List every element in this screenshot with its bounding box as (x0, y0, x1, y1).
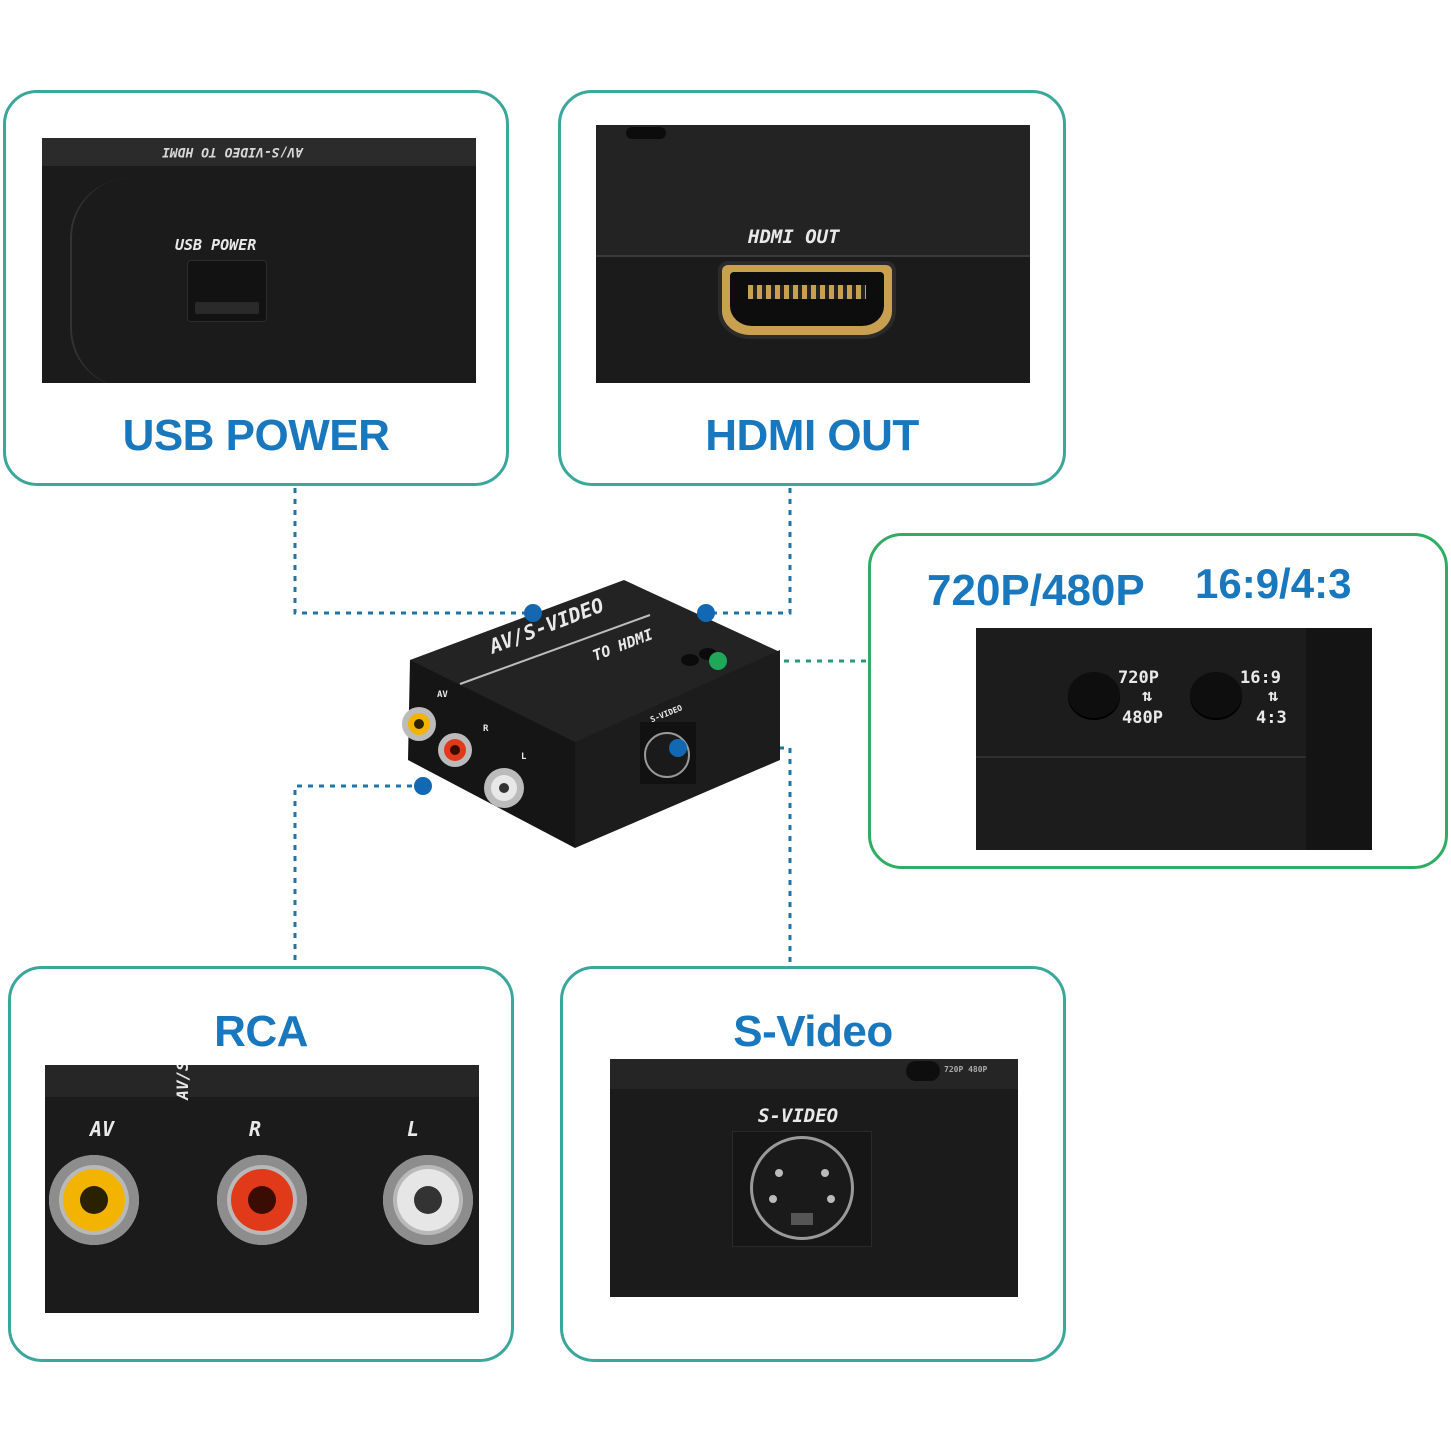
rca-r-label: R (249, 1117, 262, 1141)
rca-card: RCA AV/S AV R L (8, 966, 514, 1362)
usb-connector-line (293, 488, 533, 615)
switch-button-small (626, 127, 666, 139)
aspect-title: 16:9/4:3 (1195, 560, 1352, 607)
resolution-switch-button[interactable] (1068, 672, 1120, 718)
switch-callout-dot (709, 652, 727, 670)
hdmi-out-photo: HDMI OUT (596, 125, 1030, 383)
svideo-callout-dot (669, 739, 687, 757)
switch1-bottom-label: 480P (1122, 708, 1163, 728)
switch2-top-label: 16:9 (1240, 668, 1281, 688)
svideo-photo: 720P 480P S-VIDEO (610, 1059, 1018, 1297)
rca-av-label: AV (90, 1117, 115, 1141)
switch2-arrows: ⇅ (1268, 686, 1279, 706)
usb-power-title: USB POWER (122, 411, 390, 460)
device-jack-l-label: L (521, 752, 527, 762)
svideo-port (753, 1139, 851, 1237)
device-switch-1 (681, 654, 699, 666)
hdmi-out-title: HDMI OUT (705, 411, 919, 460)
hdmi-connector-line (706, 488, 792, 615)
aspect-switch-button[interactable] (1190, 672, 1242, 718)
usb-callout-dot (524, 604, 542, 622)
micro-usb-port (187, 260, 267, 322)
svideo-port-frame (732, 1131, 872, 1247)
switches-card: 720P/480P 16:9/4:3 720P ⇅ 480P 16:9 ⇅ 4:… (868, 533, 1448, 869)
switches-photo: 720P ⇅ 480P 16:9 ⇅ 4:3 (976, 628, 1372, 850)
device-jack-r-label: R (483, 724, 489, 734)
rca-l-label: L (407, 1117, 420, 1141)
hdmi-silk-label: HDMI OUT (748, 226, 840, 248)
device-jack-av-label: AV (437, 690, 448, 700)
rca-photo: AV/S AV R L (45, 1065, 479, 1313)
hdmi-port (722, 265, 892, 335)
hdmi-callout-dot (697, 604, 715, 622)
svideo-silk-label: S-VIDEO (758, 1105, 839, 1127)
svideo-top-silk: 720P 480P (944, 1065, 988, 1074)
device-front-face (408, 660, 575, 848)
switch1-top-label: 720P (1118, 668, 1159, 688)
rca-red-jack (217, 1155, 307, 1245)
rca-yellow-jack (49, 1155, 139, 1245)
svideo-card: S-Video 720P 480P S-VIDEO (560, 966, 1066, 1362)
hdmi-out-card: HDMI OUT HDMI OUT (558, 90, 1066, 486)
resolution-title: 720P/480P (927, 566, 1145, 615)
rca-callout-dot (414, 777, 432, 795)
usb-silk-label: USB POWER (175, 236, 257, 254)
usb-power-card: AV/S-VIDEO TO HDMI USB POWER USB POWER (3, 90, 509, 486)
device-rca-jacks (402, 707, 524, 808)
usb-power-photo: AV/S-VIDEO TO HDMI USB POWER (42, 138, 476, 383)
rca-title: RCA (214, 1007, 308, 1056)
rca-white-jack (383, 1155, 473, 1245)
svideo-title: S-Video (733, 1007, 893, 1056)
panel-bevel (70, 178, 192, 383)
switch2-bottom-label: 4:3 (1256, 708, 1287, 728)
switch1-arrows: ⇅ (1142, 686, 1153, 706)
svideo-top-switch (906, 1061, 940, 1081)
